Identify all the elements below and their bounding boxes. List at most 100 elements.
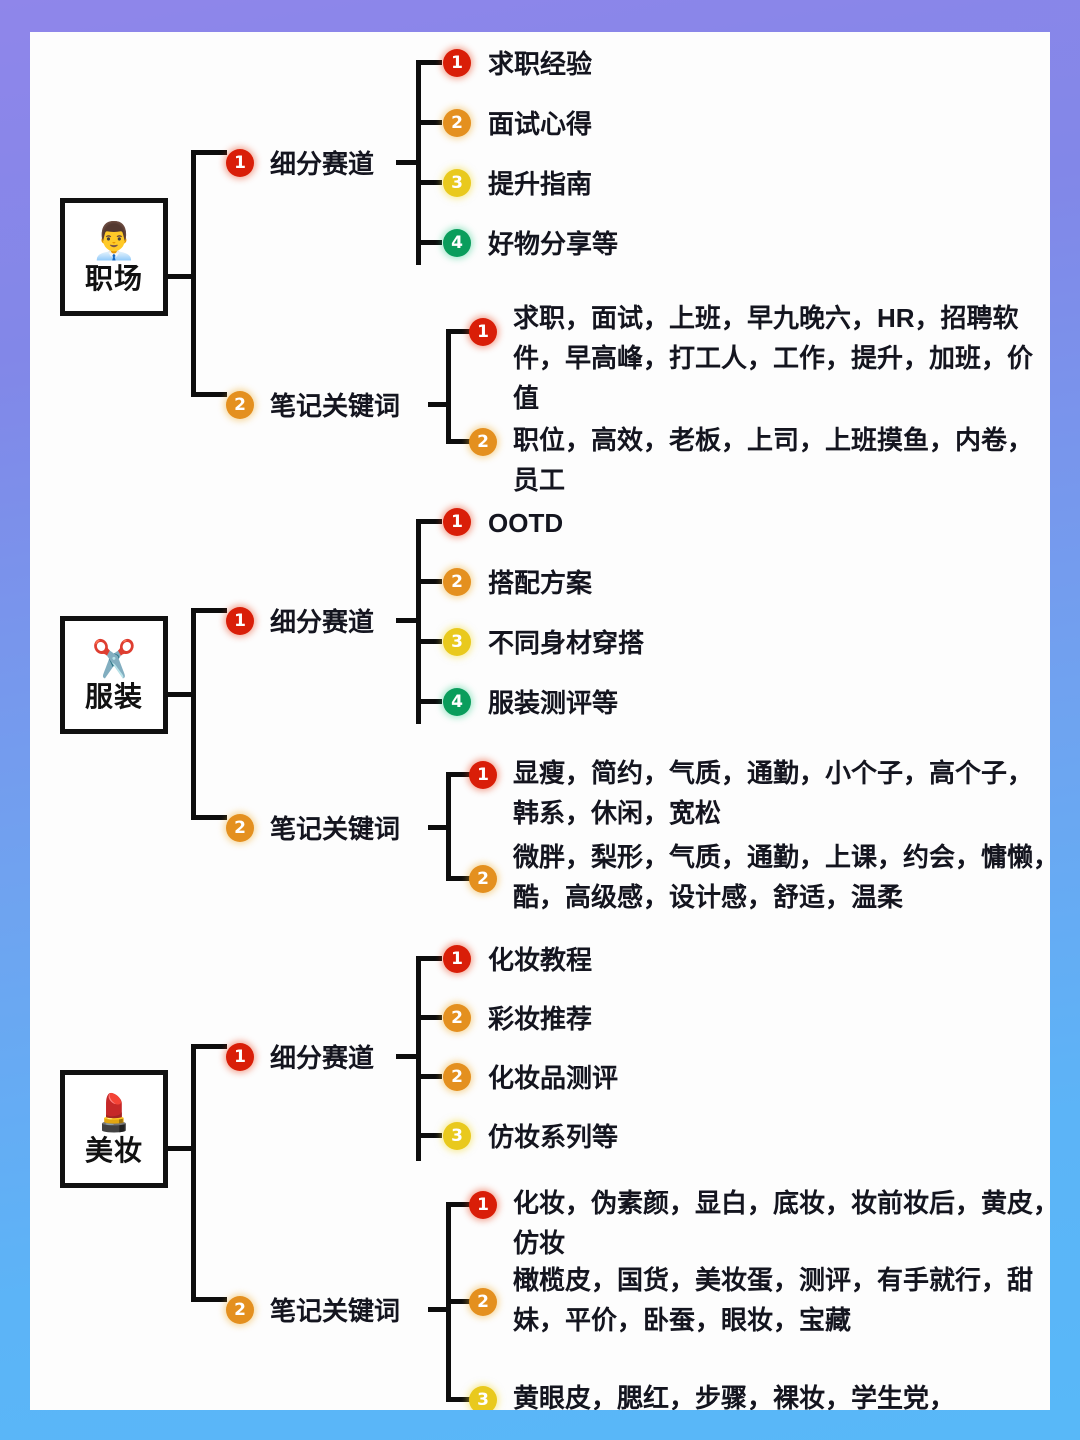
root-node-workplace[interactable]: 👨‍💼 职场 (60, 198, 168, 316)
connector-subtrack-item-4 (416, 240, 442, 245)
badge-leaf: 4 (443, 688, 471, 716)
keyword-group-text[interactable]: 微胖，梨形，气质，通勤，上课，约会，慵懒，酷，高级感，设计感，舒适，温柔 (513, 842, 1050, 912)
keyword-group-text[interactable]: 显瘦，简约，气质，通勤，小个子，高个子，韩系，休闲，宽松 (513, 758, 1034, 828)
keyword-group-text[interactable]: 职位，高效，老板，上司，上班摸鱼，内卷，员工 (513, 425, 1034, 495)
connector-subtrack-item-4 (416, 699, 442, 704)
keyword-group-text[interactable]: 求职，面试，上班，早九晚六，HR，招聘软件，早高峰，打工人，工作，提升，加班，价… (513, 303, 1034, 413)
badge-leaf: 2 (443, 568, 471, 596)
badge-keyword-group: 1 (469, 318, 497, 346)
connector-to-keywords (191, 392, 227, 397)
connector-subtrack-item-1 (416, 519, 442, 524)
connector-root-stem (168, 1146, 196, 1151)
connector-to-subtrack (191, 1044, 227, 1049)
badge-leaf: 2 (443, 109, 471, 137)
connector-subtrack-item-2 (416, 1015, 442, 1020)
badge-keyword-group: 2 (469, 428, 497, 456)
badge-keyword-group: 2 (469, 865, 497, 893)
connector-subtrack-spine (416, 60, 421, 265)
badge-subtrack: 1 (226, 149, 254, 177)
connector-subtrack-item-3 (416, 1074, 442, 1079)
badge-keywords: 2 (226, 391, 254, 419)
connector-to-keywords (191, 1297, 227, 1302)
connector-subtrack-stem (396, 1054, 418, 1059)
connector-subtrack-stem (396, 160, 418, 165)
leaf-label[interactable]: 化妆教程 (488, 945, 593, 975)
connector-keywords-spine (446, 772, 451, 881)
badge-leaf: 3 (443, 169, 471, 197)
connector-keywords-group-1 (446, 329, 470, 334)
connector-subtrack-spine (416, 519, 421, 724)
badge-subtrack: 1 (226, 1043, 254, 1071)
badge-leaf: 1 (443, 945, 471, 973)
connector-subtrack-item-2 (416, 120, 442, 125)
leaf-label[interactable]: 好物分享等 (488, 229, 619, 259)
badge-leaf: 3 (443, 1122, 471, 1150)
branch-label-subtrack[interactable]: 细分赛道 (270, 607, 375, 637)
badge-leaf: 1 (443, 49, 471, 77)
branch-label-subtrack[interactable]: 细分赛道 (270, 1043, 375, 1073)
connector-keywords-group-3 (446, 1397, 470, 1402)
connector-subtrack-item-3 (416, 180, 442, 185)
lipstick-icon: 💄 (91, 1092, 137, 1133)
badge-leaf: 2 (443, 1063, 471, 1091)
branch-label-keywords[interactable]: 笔记关键词 (270, 1296, 401, 1326)
connector-root-split (191, 608, 196, 820)
connector-subtrack-item-1 (416, 956, 442, 961)
connector-subtrack-item-4 (416, 1133, 442, 1138)
badge-leaf: 3 (443, 628, 471, 656)
badge-subtrack: 1 (226, 607, 254, 635)
root-node-beauty[interactable]: 💄 美妆 (60, 1070, 168, 1188)
connector-keywords-stem (428, 1307, 450, 1312)
badge-keywords: 2 (226, 1296, 254, 1324)
connector-keywords-spine (446, 329, 451, 444)
badge-keyword-group: 2 (469, 1288, 497, 1316)
office-worker-icon: 👨‍💼 (91, 220, 137, 261)
connector-to-keywords (191, 815, 227, 820)
leaf-label[interactable]: 服装测评等 (488, 688, 619, 718)
badge-leaf: 1 (443, 508, 471, 536)
connector-keywords-group-2 (446, 876, 470, 881)
root-node-label: 服装 (84, 681, 143, 712)
leaf-label[interactable]: 彩妆推荐 (488, 1004, 593, 1034)
connector-subtrack-spine (416, 956, 421, 1161)
mindmap-canvas: 👨‍💼 职场 1 细分赛道 1 求职经验 2 面试心得 3 提升指南 4 (30, 32, 1050, 1410)
connector-subtrack-item-2 (416, 579, 442, 584)
leaf-label[interactable]: 提升指南 (488, 169, 593, 199)
connector-to-subtrack (191, 608, 227, 613)
leaf-label[interactable]: 仿妆系列等 (488, 1122, 619, 1152)
connector-keywords-stem (428, 825, 450, 830)
leaf-label[interactable]: 求职经验 (488, 49, 593, 79)
connector-to-subtrack (191, 150, 227, 155)
connector-subtrack-stem (396, 618, 418, 623)
root-node-label: 美妆 (84, 1135, 143, 1166)
connector-keywords-group-1 (446, 1202, 470, 1207)
keyword-group-text[interactable]: 黄眼皮，腮红，步骤，裸妆，学生党， (513, 1383, 956, 1410)
connector-keywords-group-2 (446, 1299, 470, 1304)
connector-keywords-group-1 (446, 772, 470, 777)
connector-subtrack-item-3 (416, 639, 442, 644)
branch-label-keywords[interactable]: 笔记关键词 (270, 814, 401, 844)
leaf-label[interactable]: 化妆品测评 (488, 1063, 619, 1093)
scissors-icon: ✂️ (91, 638, 137, 679)
badge-leaf: 2 (443, 1004, 471, 1032)
connector-keywords-stem (428, 402, 450, 407)
branch-label-keywords[interactable]: 笔记关键词 (270, 391, 401, 421)
branch-label-subtrack[interactable]: 细分赛道 (270, 149, 375, 179)
leaf-label[interactable]: 不同身材穿搭 (488, 628, 645, 658)
connector-subtrack-item-1 (416, 60, 442, 65)
connector-root-stem (168, 692, 196, 697)
root-node-clothing[interactable]: ✂️ 服装 (60, 616, 168, 734)
root-node-label: 职场 (84, 263, 143, 294)
leaf-label[interactable]: OOTD (488, 508, 564, 538)
connector-root-split (191, 150, 196, 397)
connector-root-stem (168, 274, 196, 279)
badge-leaf: 4 (443, 229, 471, 257)
leaf-label[interactable]: 搭配方案 (488, 568, 593, 598)
leaf-label[interactable]: 面试心得 (488, 109, 593, 139)
badge-keyword-group: 3 (469, 1386, 497, 1410)
badge-keyword-group: 1 (469, 1191, 497, 1219)
connector-keywords-group-2 (446, 439, 470, 444)
keyword-group-text[interactable]: 橄榄皮，国货，美妆蛋，测评，有手就行，甜妹，平价，卧蚕，眼妆，宝藏 (513, 1265, 1034, 1335)
keyword-group-text[interactable]: 化妆，伪素颜，显白，底妆，妆前妆后，黄皮，仿妆 (513, 1188, 1050, 1258)
